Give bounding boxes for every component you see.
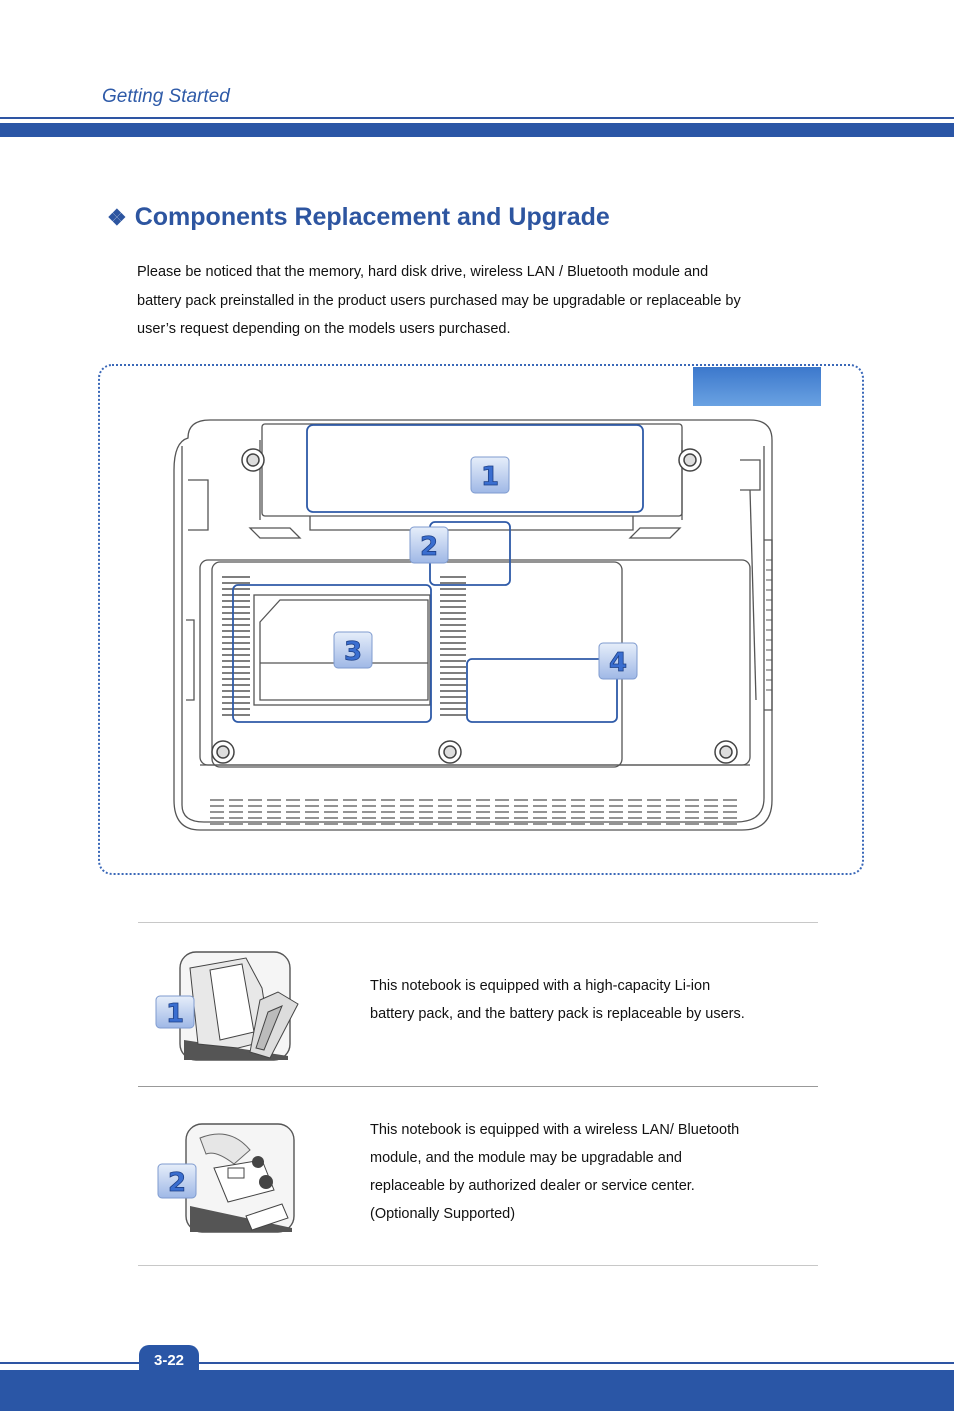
header-rule xyxy=(0,117,954,119)
callout-label-1: 1 xyxy=(481,462,499,492)
row-divider xyxy=(138,1265,818,1266)
laptop-bottom-diagram: 1 2 3 4 xyxy=(173,419,773,831)
callout-frame-3 xyxy=(232,584,432,723)
wlan-description: This notebook is equipped with a wireles… xyxy=(370,1116,810,1228)
page-number: 3-22 xyxy=(153,1352,185,1369)
running-header: Getting Started xyxy=(102,86,230,107)
callout-badge-1: 1 xyxy=(470,456,510,494)
side-ridges xyxy=(766,559,772,691)
bottom-vent-grid xyxy=(210,799,738,825)
battery-thumbnail: 1 xyxy=(155,951,299,1061)
callout-label-4: 4 xyxy=(609,648,627,678)
callout-label-3: 3 xyxy=(344,637,362,667)
footer-rule xyxy=(0,1362,954,1364)
diamond-bullet-icon: ❖ xyxy=(107,205,127,230)
description-line: battery pack, and the battery pack is re… xyxy=(370,1006,745,1022)
callout-frames xyxy=(232,424,644,723)
laptop-outline xyxy=(173,419,773,831)
row-divider xyxy=(138,922,818,923)
row-divider xyxy=(138,1086,818,1087)
intro-line: Please be noticed that the memory, hard … xyxy=(137,264,709,280)
callout-frame-4 xyxy=(466,658,618,723)
vent-slots xyxy=(222,576,466,716)
page-number-tab xyxy=(139,1345,199,1409)
battery-description: This notebook is equipped with a high-ca… xyxy=(370,972,810,1028)
header-bar xyxy=(0,123,954,137)
description-line: This notebook is equipped with a wireles… xyxy=(370,1122,740,1138)
callout-badge-3: 3 xyxy=(333,631,373,669)
description-line: replaceable by authorized dealer or serv… xyxy=(370,1178,695,1194)
section-heading: ❖ Components Replacement and Upgrade xyxy=(107,203,610,232)
intro-line: user’s request depending on the models u… xyxy=(137,321,511,337)
description-line: (Optionally Supported) xyxy=(370,1206,516,1222)
callout-badge-2: 2 xyxy=(409,526,449,564)
wlan-module-thumbnail: 2 xyxy=(157,1123,295,1233)
section-title: Components Replacement and Upgrade xyxy=(134,203,610,231)
intro-paragraph: Please be noticed that the memory, hard … xyxy=(137,258,827,344)
description-line: This notebook is equipped with a high-ca… xyxy=(370,978,711,994)
screw-holes xyxy=(211,448,738,764)
item-badge-2: 2 xyxy=(168,1168,186,1198)
callout-frame-1 xyxy=(306,424,644,513)
callout-badge-4: 4 xyxy=(598,642,638,680)
callout-label-2: 2 xyxy=(420,532,438,562)
diagram-frame xyxy=(98,364,864,875)
item-badge-1: 1 xyxy=(166,999,184,1029)
frame-tab xyxy=(693,367,821,406)
intro-line: battery pack preinstalled in the product… xyxy=(137,292,741,309)
description-line: module, and the module may be upgradable… xyxy=(370,1150,682,1166)
